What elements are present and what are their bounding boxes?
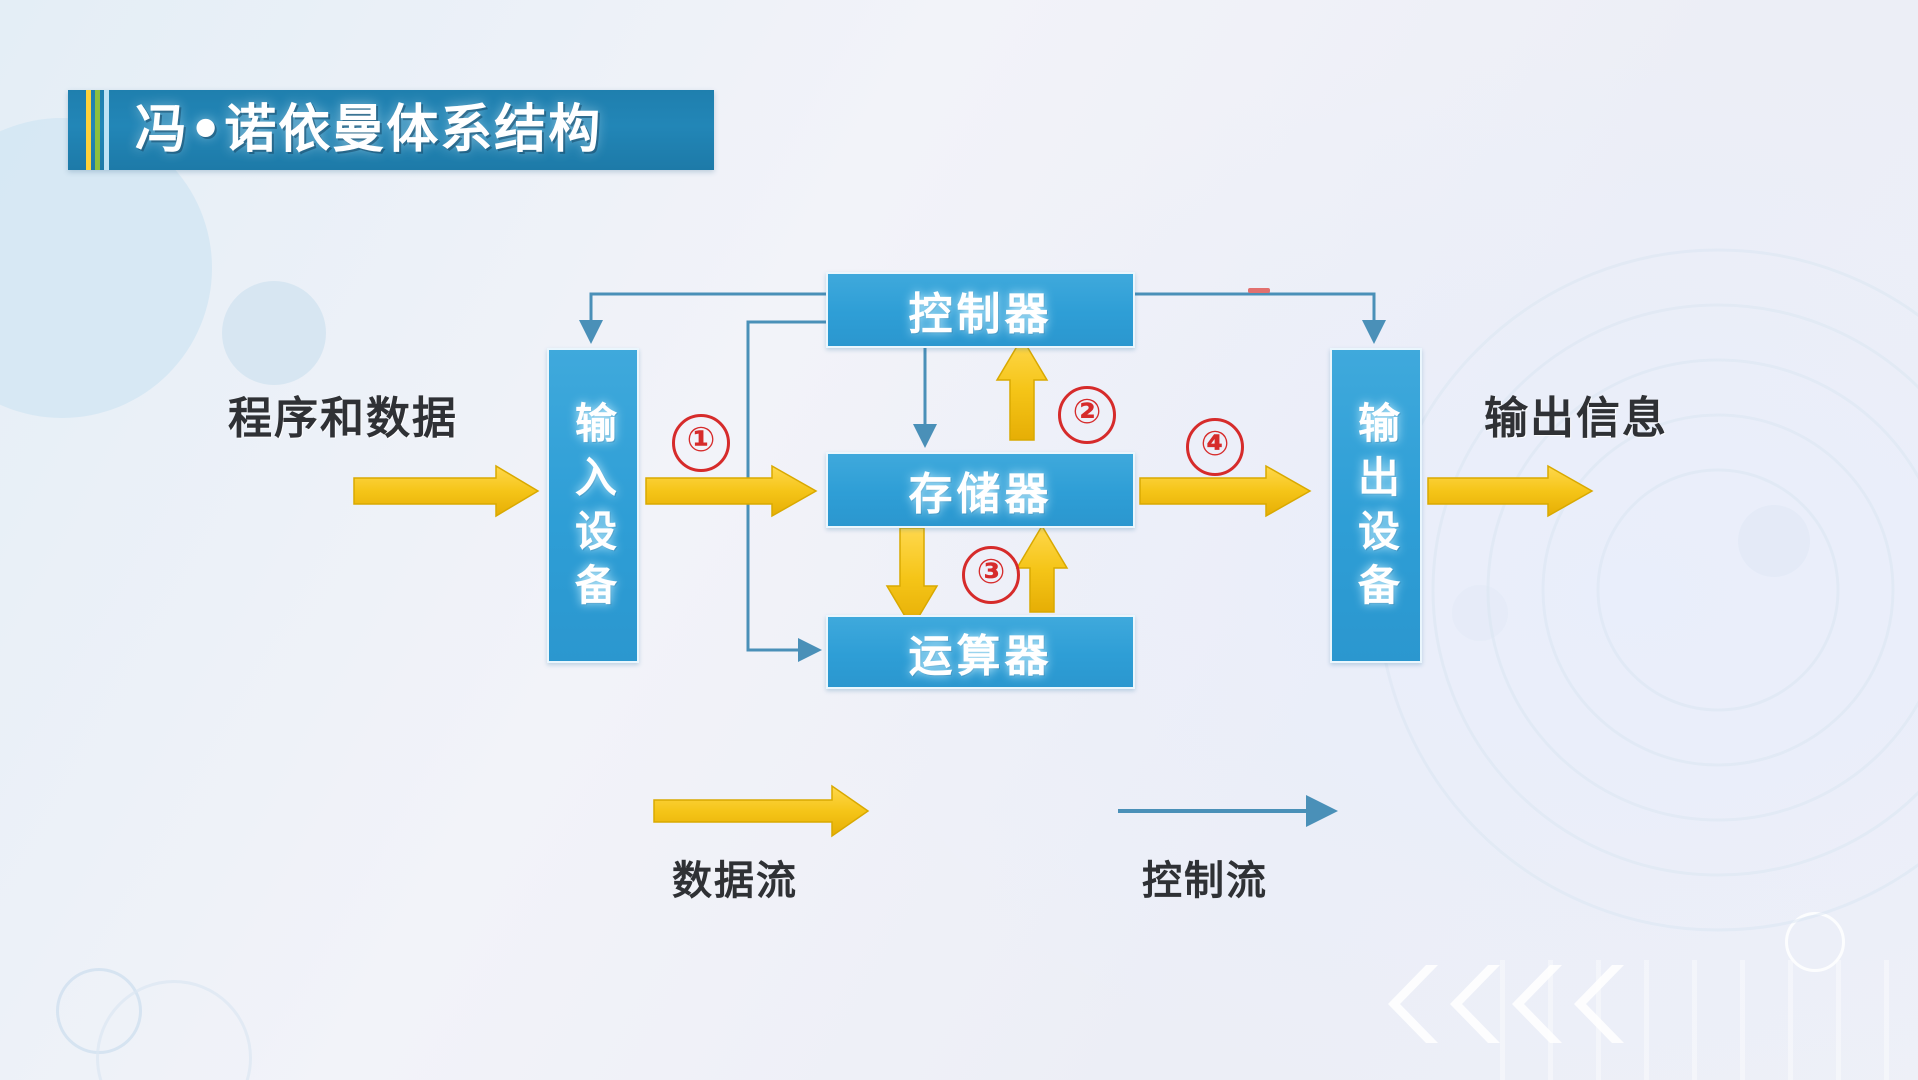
diagram-node-memory[interactable]: 存储器: [826, 452, 1135, 528]
legend-label-data-flow: 数据流: [672, 858, 798, 904]
diagram-node-output-device[interactable]: 输出设备: [1330, 348, 1422, 663]
data-arrow-memory-to-output: [1139, 464, 1312, 518]
data-arrow-alu-to-memory: [1015, 524, 1069, 613]
node-label: 输入设备: [568, 400, 618, 617]
page-title-banner: 冯•诺依曼体系结构: [68, 90, 714, 170]
data-arrow-input-to-memory: [645, 464, 818, 518]
decorative-circle-small: [222, 281, 326, 385]
decorative-vertical-bars: [1500, 960, 1918, 1080]
chevron-left-icon: [1388, 965, 1438, 1043]
legend-label-control-flow: 控制流: [1142, 858, 1268, 904]
label-output-information: 输出信息: [1484, 393, 1668, 444]
step-number-4: ④: [1186, 418, 1244, 476]
page-title: 冯•诺依曼体系结构: [135, 100, 603, 160]
accent-bar-yellow: [86, 90, 91, 170]
data-arrow-output-to-info: [1427, 464, 1594, 518]
diagram-node-alu[interactable]: 运算器: [826, 615, 1135, 689]
decorative-circle-right: [1738, 505, 1810, 577]
control-edge-controller-to-input: [579, 292, 826, 344]
data-arrow-memory-to-alu: [885, 527, 939, 630]
data-arrow-program-to-input: [353, 464, 540, 518]
decorative-ring-icon: [1785, 912, 1845, 972]
node-label: 输出设备: [1351, 400, 1401, 617]
data-arrow-memory-to-controller: [995, 336, 1049, 441]
accent-bar-green: [95, 90, 100, 170]
annotation-red-tick: [1248, 288, 1270, 293]
chevron-left-icon: [1512, 965, 1562, 1043]
accent-bar-lightblue: [104, 90, 109, 170]
decorative-circle-right-lower: [1452, 585, 1508, 641]
label-program-and-data: 程序和数据: [228, 393, 458, 444]
decorative-chevrons: [1382, 965, 1624, 1043]
node-label: 存储器: [908, 469, 1053, 520]
diagram-node-controller[interactable]: 控制器: [826, 272, 1135, 348]
step-number-2: ②: [1058, 386, 1116, 444]
step-number-3: ③: [962, 546, 1020, 604]
node-label: 控制器: [908, 289, 1053, 340]
chevron-left-icon: [1450, 965, 1500, 1043]
legend-data-flow-arrow: [653, 784, 870, 838]
chevron-left-icon: [1574, 965, 1624, 1043]
node-label: 运算器: [908, 631, 1053, 682]
control-edge-controller-to-output: [1131, 292, 1386, 344]
step-number-1: ①: [672, 414, 730, 472]
diagram-node-input-device[interactable]: 输入设备: [547, 348, 639, 663]
